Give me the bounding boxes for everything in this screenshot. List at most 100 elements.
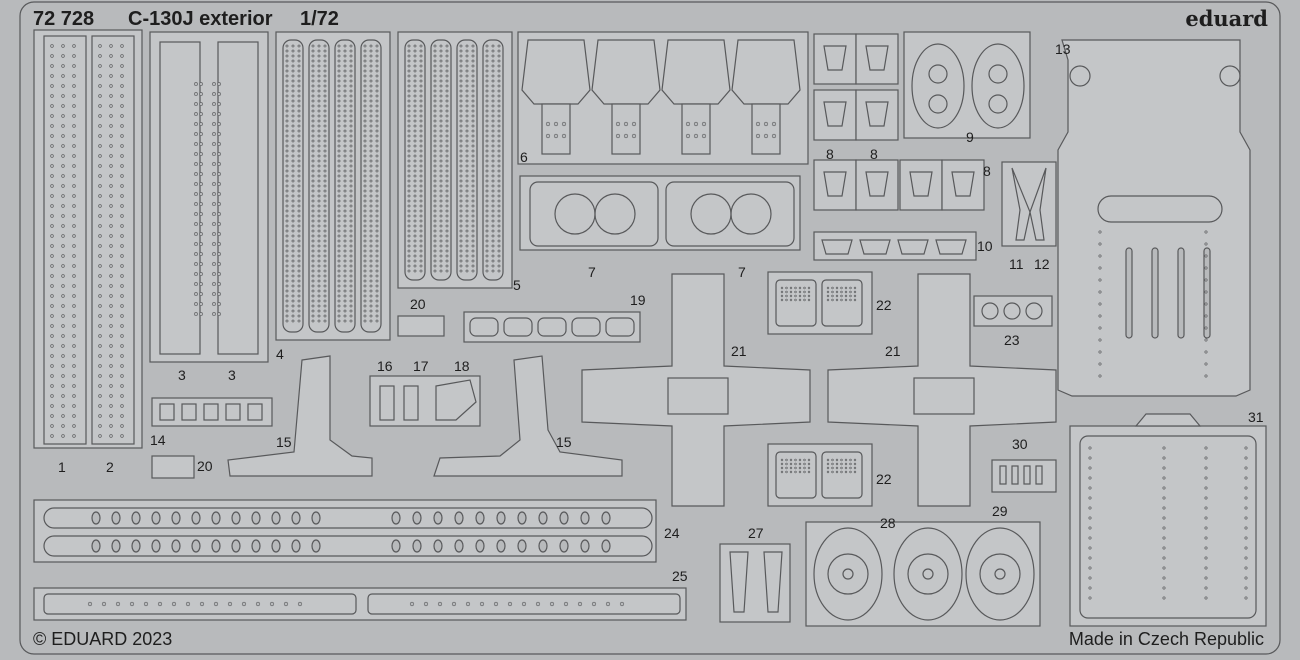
part-4-mesh-hole: [369, 194, 373, 198]
part-2-rivet: [98, 264, 102, 268]
part-2-rivet: [120, 124, 124, 128]
part-5-mesh-hole: [471, 239, 475, 243]
part-4-mesh-hole: [291, 134, 295, 138]
part-5-mesh-hole: [471, 134, 475, 138]
part-24b-hole: [171, 539, 181, 553]
part-4-mesh-hole: [343, 144, 347, 148]
part-4-mesh-hole: [369, 284, 373, 288]
part-5-mesh-hole: [439, 84, 443, 88]
part-6-hole: [701, 121, 707, 127]
part-22-mesh-hole: [794, 470, 797, 474]
part-4-mesh-hole: [375, 309, 379, 313]
part-13-rivet: [1204, 338, 1208, 342]
part-5-mesh-hole: [497, 89, 501, 93]
part-5-mesh-hole: [471, 154, 475, 158]
part-label-9: 9: [966, 129, 974, 145]
part-5-mesh-hole: [459, 149, 463, 153]
part-1-rivet: [61, 234, 65, 238]
part-4-mesh-hole: [291, 254, 295, 258]
part-5-mesh-hole: [445, 159, 449, 163]
part-4-mesh-hole: [349, 244, 353, 248]
part-4-mesh-hole: [317, 89, 321, 93]
part-22-mesh-hole: [785, 470, 788, 474]
part-5-mesh-hole: [419, 194, 423, 198]
part-4-mesh-hole: [311, 99, 315, 103]
part-4-mesh-hole: [311, 104, 315, 108]
part-4-mesh-hole: [297, 304, 301, 308]
part-4-mesh-hole: [285, 119, 289, 123]
part-5-mesh-hole: [485, 124, 489, 128]
part-3b-hole: [212, 192, 216, 196]
part-14-clip: [225, 403, 241, 421]
part-5-mesh-hole: [407, 104, 411, 108]
part-5-mesh-hole: [497, 129, 501, 133]
part-5-mesh-hole: [465, 104, 469, 108]
part-25a-hole: [87, 601, 93, 607]
part-2-rivet: [98, 394, 102, 398]
part-4-mesh-hole: [285, 314, 289, 318]
part-5-mesh-hole: [433, 49, 437, 53]
part-24a-hole: [151, 511, 161, 525]
part-22-mesh-hole: [853, 470, 857, 474]
part-5-mesh-hole: [497, 184, 501, 188]
part-31-rivet: [1162, 476, 1166, 480]
part-3a-hole: [199, 272, 203, 276]
part-2-rivet: [109, 284, 113, 288]
part-4-mesh-hole: [323, 74, 327, 78]
part-4-mesh-hole: [363, 139, 367, 143]
part-4-mesh-hole: [369, 234, 373, 238]
part-22-mesh-hole: [844, 458, 848, 462]
part-5-mesh-hole: [485, 49, 489, 53]
part-22-mesh-hole: [826, 294, 830, 298]
part-4-mesh-hole: [369, 119, 373, 123]
part-4-mesh-hole: [343, 244, 347, 248]
part-22-mesh-hole: [785, 294, 788, 298]
part-4-mesh-hole: [369, 169, 373, 173]
part-5-mesh-hole: [439, 129, 443, 133]
part-5-mesh-hole: [465, 44, 469, 48]
part-4-mesh-hole: [349, 194, 353, 198]
part-5-mesh-hole: [419, 199, 423, 203]
part-3a-hole: [199, 202, 203, 206]
part-31-rivet: [1162, 556, 1166, 560]
part-5-mesh-hole: [465, 119, 469, 123]
part-4-mesh-hole: [375, 204, 379, 208]
part-4-mesh-hole: [337, 199, 341, 203]
part-5-mesh-hole: [465, 129, 469, 133]
part-31-rivet: [1204, 576, 1208, 580]
part-5-mesh-hole: [413, 89, 417, 93]
part-5-mesh-hole: [471, 44, 475, 48]
part-7b-plate: [665, 181, 795, 247]
part-5-mesh-hole: [485, 169, 489, 173]
part-2-rivet: [98, 144, 102, 148]
part-4-mesh-hole: [297, 184, 301, 188]
part-6-hole: [763, 121, 769, 127]
part-3a-hole: [199, 92, 203, 96]
part-1-rivet: [72, 44, 76, 48]
part-4-mesh-hole: [291, 119, 295, 123]
part-5-mesh-hole: [459, 129, 463, 133]
part-5-mesh-hole: [465, 99, 469, 103]
part-31-rivet: [1088, 446, 1092, 450]
part-31-rivet: [1244, 566, 1248, 570]
part-4-mesh-hole: [285, 139, 289, 143]
part-3b-hole: [217, 282, 221, 286]
part-30-pin: [1023, 465, 1031, 485]
part-1-rivet: [72, 84, 76, 88]
part-24b-hole: [291, 539, 301, 553]
part-4-mesh-hole: [323, 49, 327, 53]
part-22-mesh-hole: [789, 290, 793, 294]
part-label-8b: 8: [870, 146, 878, 162]
part-9a-oval: [911, 43, 965, 129]
part-4-mesh-hole: [375, 214, 379, 218]
part-5-mesh-hole: [471, 194, 475, 198]
part-31-rivet: [1162, 516, 1166, 520]
part-1-rivet: [61, 84, 65, 88]
part-5-mesh-hole: [413, 114, 417, 118]
part-25a-hole: [199, 601, 205, 607]
part-31-rivet: [1088, 496, 1092, 500]
part-4-mesh-hole: [337, 104, 341, 108]
part-7a-ring: [594, 193, 636, 235]
part-31-rivet: [1162, 596, 1166, 600]
